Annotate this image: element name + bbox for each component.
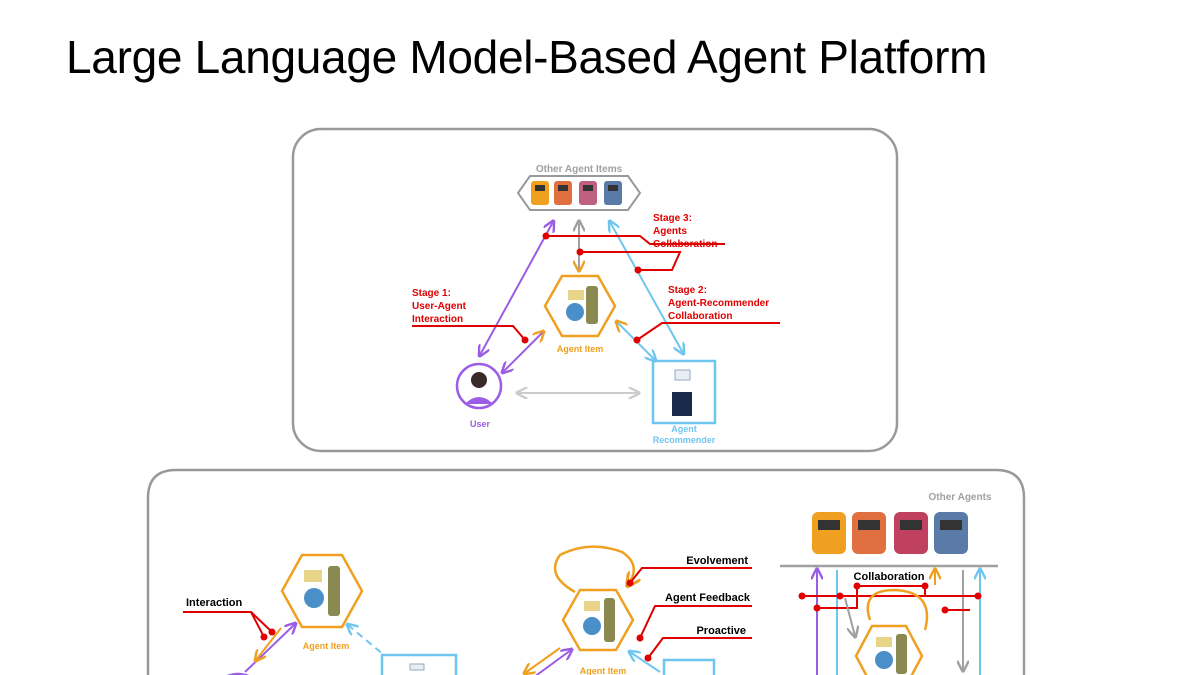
bottom-mid-recommender-arrow <box>630 652 661 673</box>
robot-icon <box>812 512 846 554</box>
evolvement-loop-arrow <box>553 545 634 594</box>
stage3-line3: Collaboration <box>653 239 717 250</box>
user-agent-arrow <box>503 332 543 372</box>
stage1-line3: Interaction <box>412 314 463 325</box>
agent-item-label: Agent Item <box>557 344 604 354</box>
agent-feedback-label: Agent Feedback <box>665 592 751 604</box>
stage3-line2: Agents <box>653 226 687 237</box>
top-panel-frame <box>291 127 899 453</box>
interaction-label: Interaction <box>186 597 243 609</box>
page-title: Large Language Model-Based Agent Platfor… <box>66 31 988 83</box>
collaboration-dots <box>798 582 982 614</box>
proactive-label: Proactive <box>696 625 746 637</box>
robot-icon <box>852 512 886 554</box>
collab-gray-arrow <box>844 597 855 636</box>
recommender-screen-icon <box>409 663 425 671</box>
robot-icon <box>554 181 572 205</box>
stage1-line2: User-Agent <box>412 301 467 312</box>
collab-loop-arrow <box>866 588 929 631</box>
stage2-line1: Stage 2: <box>668 285 707 296</box>
stage3-line1: Stage 3: <box>653 213 692 224</box>
feedback-dots <box>626 579 652 662</box>
robot-icon <box>579 181 597 205</box>
bottom-left-agent-item-label: Agent Item <box>303 641 350 651</box>
robot-icon <box>604 181 622 205</box>
user-icon <box>471 372 487 388</box>
other-agent-items-group <box>516 175 642 211</box>
recommender-label-line1: Agent <box>671 424 697 434</box>
recommender-label-line2: Recommender <box>653 435 716 445</box>
bottom-left-user-node-partial <box>226 672 250 675</box>
feedback-connectors <box>629 567 752 659</box>
robot-icon <box>531 181 549 205</box>
user-node <box>455 362 503 410</box>
bottom-mid-recommender-node-partial <box>662 658 716 675</box>
other-agent-items-label: Other Agent Items <box>536 164 623 175</box>
recommender-node <box>651 359 717 425</box>
stage-connectors <box>412 235 780 341</box>
bottom-mid-agent-item-label: Agent Item <box>580 666 627 675</box>
other-agents-group <box>812 512 968 554</box>
bottom-right-agent-item-node <box>854 624 924 675</box>
stage1-line1: Stage 1: <box>412 288 451 299</box>
robot-icon <box>894 512 928 554</box>
interaction-connectors <box>183 611 273 638</box>
evolvement-label: Evolvement <box>686 555 748 567</box>
interaction-dots <box>260 628 276 641</box>
user-label: User <box>470 419 491 429</box>
agent-item-node <box>543 274 617 338</box>
bottom-panel-frame <box>146 468 1026 675</box>
other-agents-label: Other Agents <box>929 492 992 503</box>
bottom-left-agent-item-node <box>280 553 364 629</box>
recommender-to-other-agents-arrow <box>610 222 683 353</box>
stage2-line2: Agent-Recommender <box>668 298 769 309</box>
bottom-left-user-arrow-back <box>256 627 282 660</box>
server-icon <box>672 392 692 416</box>
stage-dots <box>521 232 642 344</box>
collaboration-vertical-lines <box>817 570 980 675</box>
bottom-mid-user-arrow-back <box>525 647 561 673</box>
bottom-mid-agent-item-node <box>561 588 635 652</box>
stage2-line3: Collaboration <box>668 311 732 322</box>
robot-icon <box>934 512 968 554</box>
bottom-left-recommender-arrow <box>348 625 391 661</box>
collaboration-label: Collaboration <box>854 571 925 583</box>
user-to-other-agents-arrow <box>480 222 553 355</box>
bottom-mid-user-arrow <box>535 650 571 675</box>
